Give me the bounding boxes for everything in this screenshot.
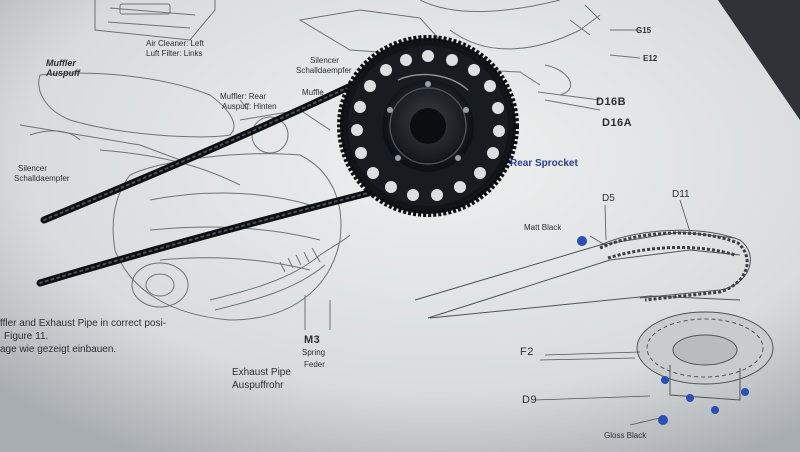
part-d16b-label: D16B xyxy=(596,96,627,108)
rear-sprocket-title: Rear Sprocket xyxy=(510,158,578,169)
part-f2-label: F2 xyxy=(520,346,534,358)
muffler-title-de: Auspuff xyxy=(46,68,80,78)
instruction-text-line3: age wie gezeigt einbauen. xyxy=(0,344,117,355)
sprocket-bolts xyxy=(387,81,469,161)
sheet-edge-shadow xyxy=(718,0,800,120)
muffler-partial-label: Muffle xyxy=(302,88,324,97)
rear-sprocket xyxy=(337,35,519,217)
spring-label: Spring xyxy=(302,348,326,357)
part-d9-label: D9 xyxy=(522,394,538,406)
part-e12-label: E12 xyxy=(643,54,658,63)
chain-diagram xyxy=(414,229,751,319)
diagram-sprocket xyxy=(534,199,774,426)
air-cleaner-label-de: Luft Filter: Links xyxy=(146,49,203,58)
exhaust-pipe-label-de: Auspuffrohr xyxy=(232,380,284,391)
diagram-chain-links xyxy=(599,231,749,302)
muffler-title: Muffler xyxy=(46,58,76,68)
muffler-rear-label: Muffler: Rear xyxy=(220,92,267,101)
exhaust-pipe-label: Exhaust Pipe xyxy=(232,367,291,378)
instruction-text-line2: Figure 11. xyxy=(4,331,49,342)
silencer-left-label: Silencer xyxy=(18,164,47,173)
instruction-text-line1: ffler and Exhaust Pipe in correct posi- xyxy=(0,318,167,329)
part-m3-label: M3 xyxy=(304,334,321,346)
spring-label-de: Feder xyxy=(304,360,325,369)
silencer-top-label: Silencer xyxy=(310,56,339,65)
part-g15-label: G15 xyxy=(636,26,652,35)
line-art xyxy=(19,0,641,330)
part-d11-label: D11 xyxy=(672,189,690,200)
air-cleaner-label: Air Cleaner: Left xyxy=(146,39,204,48)
silencer-top-label-de: Schalldaempfer xyxy=(296,66,352,75)
silencer-left-label-de: Schalldaempfer xyxy=(14,174,70,183)
part-d5-label: D5 xyxy=(602,193,615,204)
part-d16a-label: D16A xyxy=(602,117,633,129)
gloss-black-label: Gloss Black xyxy=(604,431,647,440)
sprocket-holes xyxy=(351,50,505,201)
matt-black-label: Matt Black xyxy=(524,223,562,232)
muffler-rear-label-de: Auspuff: Hinten xyxy=(222,102,277,111)
